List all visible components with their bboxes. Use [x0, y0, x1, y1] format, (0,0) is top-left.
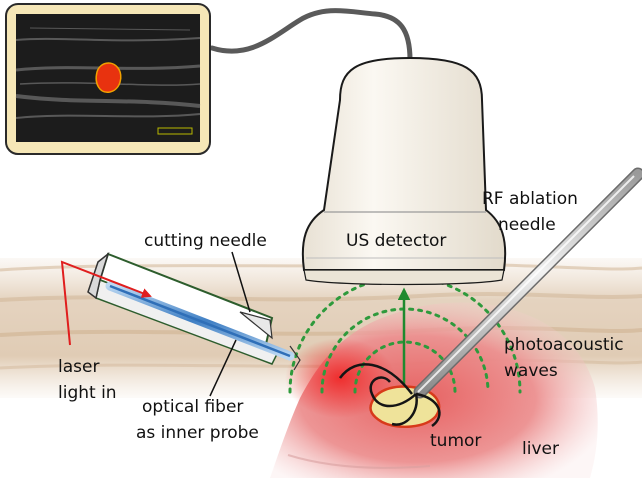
optical-fiber-leader	[209, 339, 237, 397]
inner-probe-label: as inner probe	[136, 423, 259, 443]
cutting-needle-leader	[231, 251, 251, 313]
tumor	[369, 385, 441, 429]
rf-needle-label: needle	[498, 215, 556, 235]
laser-path	[60, 260, 152, 346]
ultrasound-monitor	[5, 3, 211, 155]
tumor-label: tumor	[430, 431, 481, 451]
tumor-highlight	[95, 62, 122, 93]
liver-label: liver	[522, 439, 559, 459]
optical-fiber-label: optical fiber	[142, 397, 243, 417]
rf-ablation-needle	[338, 167, 642, 428]
photoacoustic-label: photoacoustic	[504, 335, 624, 355]
light-in-label: light in	[58, 383, 117, 403]
laser-label: laser	[58, 357, 99, 377]
probe-cable	[209, 8, 413, 63]
cutting-needle	[87, 251, 301, 371]
us-detector-probe	[209, 8, 507, 286]
cutting-needle-tip	[239, 311, 273, 340]
waves-label: waves	[504, 361, 558, 381]
us-detector-label: US detector	[346, 231, 446, 251]
rf-ablation-label: RF ablation	[482, 189, 578, 209]
cutting-needle-label: cutting needle	[144, 231, 267, 251]
